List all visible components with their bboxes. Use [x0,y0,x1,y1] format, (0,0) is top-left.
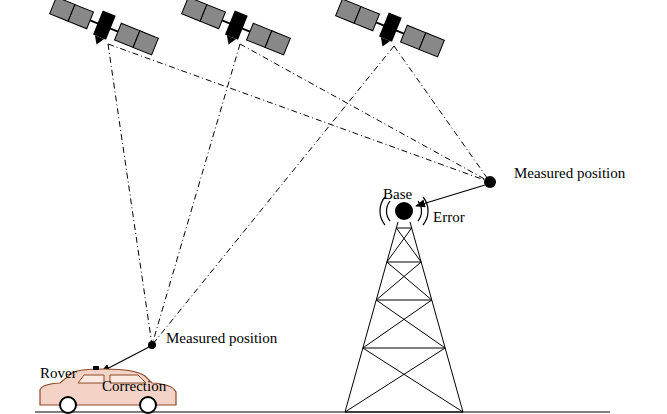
ground-line [35,411,610,412]
position-label: Measured position [166,331,277,346]
correction-label: Correction [102,379,166,394]
base-antenna [395,202,413,220]
signal-lines [108,44,490,345]
correction-arrow [101,347,149,372]
tower [345,222,463,412]
error-arrow [416,185,485,206]
base-label: Base [383,187,412,202]
satellite [46,0,161,65]
car [40,366,176,413]
measured-dot [484,176,496,188]
measured-dot [148,341,156,349]
tower-lattice [345,228,463,412]
position-label: Measured position [514,166,625,181]
error-label: Error [433,210,465,225]
satellite [332,0,447,67]
rover-label: Rover [40,366,77,381]
satellite [178,0,293,65]
